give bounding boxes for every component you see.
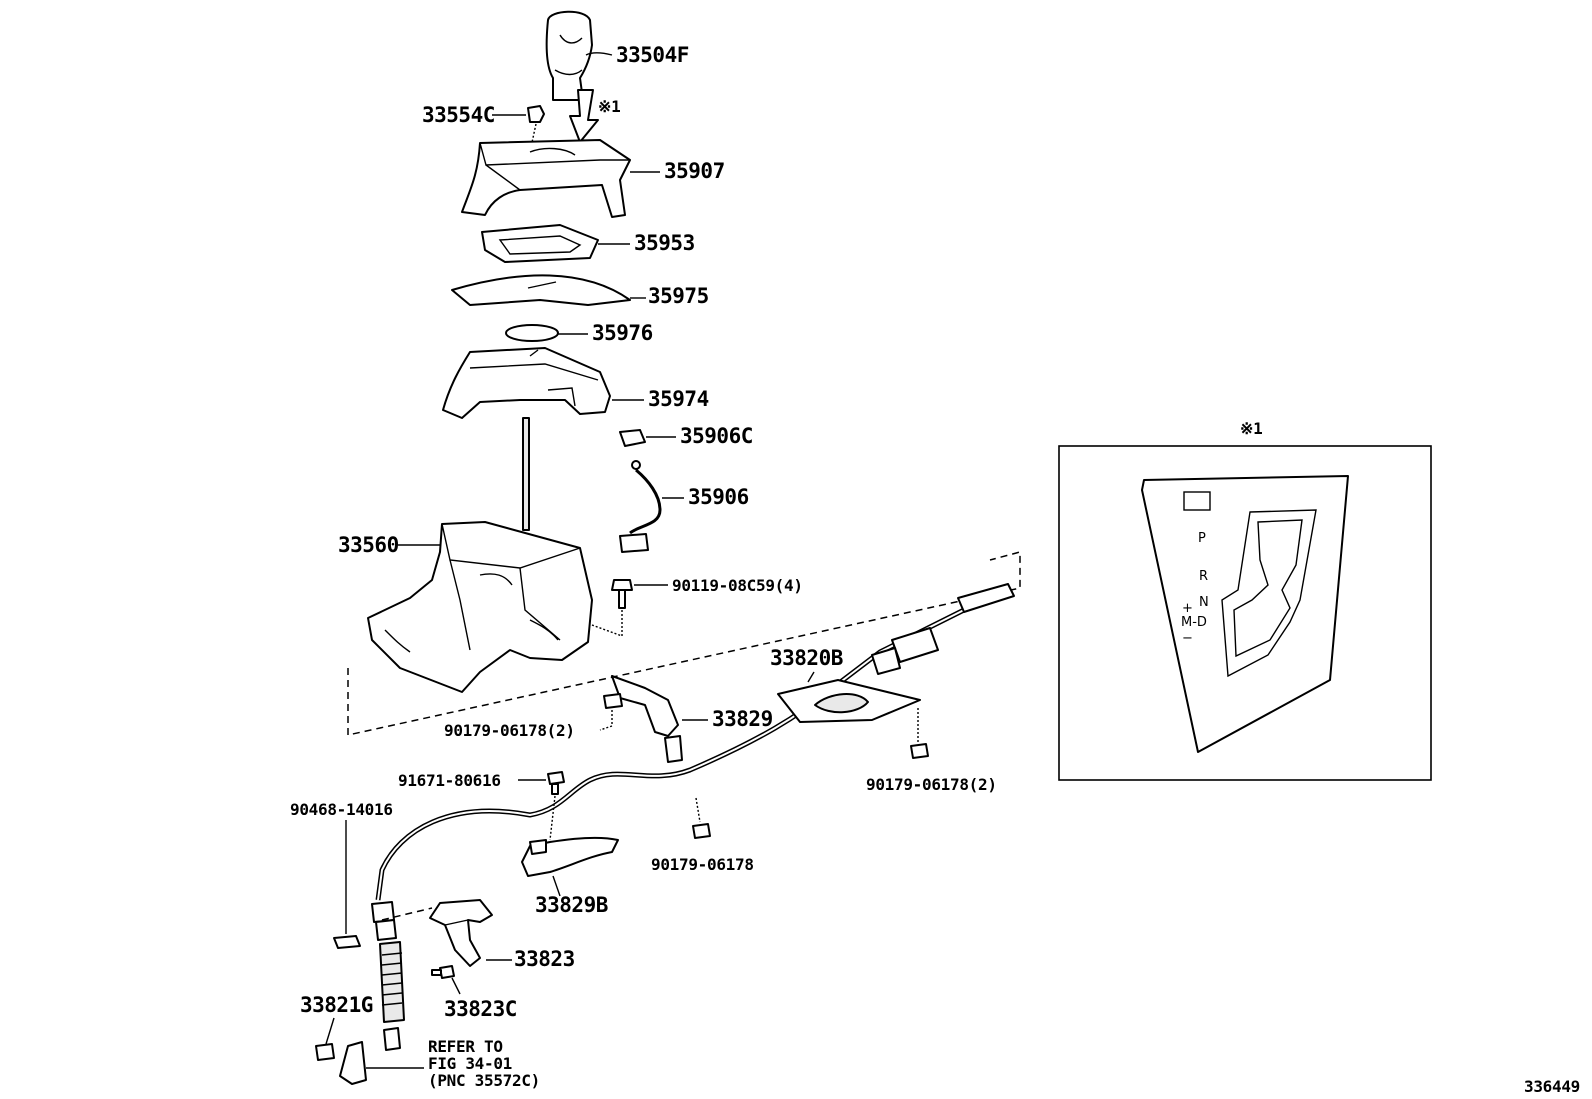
gate-label-minus: − [1182, 631, 1193, 646]
shift-panel-35907[interactable] [461, 139, 631, 218]
mount-bracket-ref[interactable] [339, 1041, 367, 1085]
label-33829B[interactable]: 33829B [535, 893, 608, 917]
label-90179-c[interactable]: 90179-06178 [651, 855, 754, 874]
inset-title: ※1 [1240, 419, 1262, 438]
shift-knob-33504F[interactable] [545, 10, 593, 101]
refer-line-3[interactable]: (PNC 35572C) [428, 1071, 540, 1090]
label-33504F[interactable]: 33504F [616, 43, 689, 67]
cable-end-33821G[interactable] [371, 901, 405, 1051]
nut-33821G[interactable] [315, 1043, 335, 1061]
label-33554C[interactable]: 33554C [422, 103, 495, 127]
label-90119[interactable]: 90119-08C59(4) [672, 576, 803, 595]
label-33821G[interactable]: 33821G [300, 993, 373, 1017]
label-35906[interactable]: 35906 [688, 485, 749, 509]
refer-line-1[interactable]: REFER TO [428, 1037, 503, 1056]
gate-label-n: N [1199, 595, 1209, 610]
note-arrow-mark: ※1 [598, 97, 620, 116]
bracket-33829[interactable] [611, 675, 683, 763]
label-35974[interactable]: 35974 [648, 387, 709, 411]
gate-label-r: R [1199, 569, 1208, 584]
bracket-33829B[interactable] [521, 836, 619, 877]
nut-90179-b[interactable] [910, 743, 929, 759]
clip-33554C[interactable] [527, 105, 545, 123]
gate-label-plus: + [1182, 601, 1193, 616]
housing-cover-35974[interactable] [442, 347, 611, 419]
nut-90179-c[interactable] [692, 823, 711, 839]
gasket-35953[interactable] [481, 224, 599, 263]
label-91671[interactable]: 91671-80616 [398, 771, 501, 790]
bolt-90119[interactable] [611, 579, 633, 609]
gate-label-p: P [1198, 531, 1206, 546]
cap-35976[interactable] [505, 324, 559, 342]
transmission-cable-33820B[interactable] [375, 583, 1015, 901]
label-90179-a[interactable]: 90179-06178(2) [444, 721, 575, 740]
label-35975[interactable]: 35975 [648, 284, 709, 308]
shift-lever-assembly-33560[interactable] [367, 417, 593, 693]
label-33560[interactable]: 33560 [338, 533, 399, 557]
nut-90179-a[interactable] [603, 693, 623, 709]
clip-90468[interactable] [333, 935, 361, 949]
slide-plate-35975[interactable] [451, 274, 631, 306]
label-35906C[interactable]: 35906C [680, 424, 753, 448]
connector-35906C[interactable] [619, 429, 646, 447]
label-33820B[interactable]: 33820B [770, 646, 843, 670]
bolt-33823C[interactable] [431, 965, 455, 979]
gate-label-md: M-D [1181, 615, 1207, 630]
label-35976[interactable]: 35976 [592, 321, 653, 345]
wire-harness-35906[interactable] [619, 460, 662, 553]
label-33823C[interactable]: 33823C [444, 997, 517, 1021]
shift-gate-panel [1141, 475, 1349, 753]
label-35953[interactable]: 35953 [634, 231, 695, 255]
label-35907[interactable]: 35907 [664, 159, 725, 183]
label-33823[interactable]: 33823 [514, 947, 575, 971]
bracket-33823[interactable] [429, 899, 493, 967]
label-33829[interactable]: 33829 [712, 707, 773, 731]
install-arrow-icon [569, 89, 599, 143]
refer-line-2[interactable]: FIG 34-01 [428, 1054, 512, 1073]
label-90179-b[interactable]: 90179-06178(2) [866, 775, 997, 794]
bolt-91671[interactable] [547, 771, 565, 795]
illustration-id: 336449 [1524, 1077, 1580, 1096]
label-90468[interactable]: 90468-14016 [290, 800, 393, 819]
